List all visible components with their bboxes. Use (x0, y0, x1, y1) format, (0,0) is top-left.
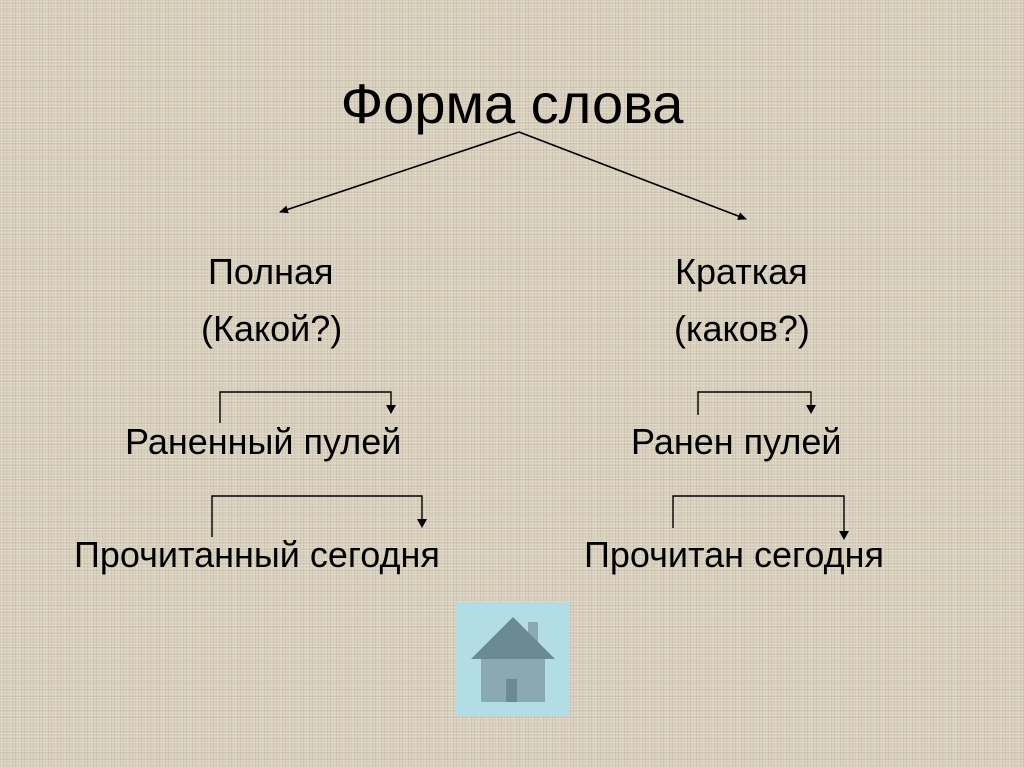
full-example-2: Прочитанный сегодня (74, 534, 440, 575)
home-icon (471, 617, 555, 702)
home-button[interactable] (456, 602, 570, 716)
full-example-1: Раненный пулей (125, 421, 402, 462)
branch-full-label: Полная (208, 251, 334, 292)
left-example-1-bracket (219, 391, 396, 423)
right-example-2-bracket (672, 495, 849, 540)
branch-full-question: (Какой?) (201, 308, 343, 349)
short-example-2: Прочитан сегодня (584, 534, 884, 575)
left-example-2-bracket (211, 495, 427, 537)
short-example-1: Ранен пулей (631, 421, 842, 462)
right-example-1-bracket (697, 391, 816, 415)
branch-short-label: Краткая (675, 251, 808, 292)
branch-short-question: (каков?) (674, 308, 810, 349)
title-branch-arrows (279, 131, 747, 220)
slide-title: Форма слова (340, 72, 684, 135)
